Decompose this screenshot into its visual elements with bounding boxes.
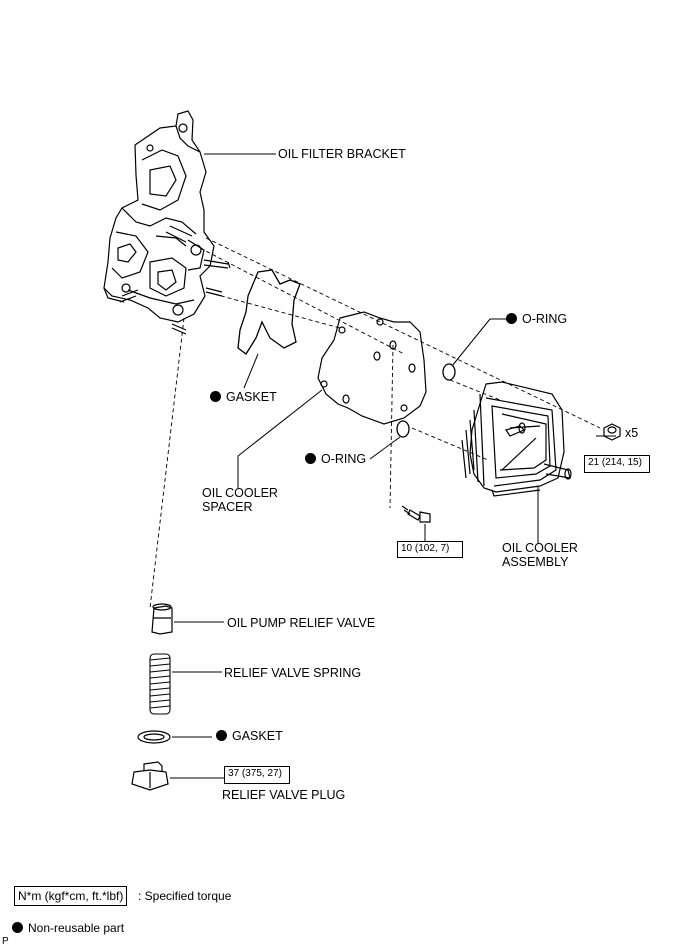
gasket-upper-label: GASKET xyxy=(210,390,277,404)
gasket-upper-part xyxy=(237,269,301,355)
relief-valve-plug-label: RELIEF VALVE PLUG xyxy=(222,788,346,802)
relief-valve-plug-part xyxy=(131,761,169,791)
relief-valve-spring-label: RELIEF VALVE SPRING xyxy=(224,666,362,680)
footer-mark: P xyxy=(2,936,9,947)
oil-filter-bracket-part xyxy=(103,110,231,335)
non-reusable-dot-icon xyxy=(210,391,221,402)
legend-torque-units: N*m (kgf*cm, ft.*lbf) xyxy=(14,886,128,906)
o-ring-mid-label: O-RING xyxy=(305,452,366,466)
non-reusable-dot-icon xyxy=(305,453,316,464)
oil-cooler-assembly-part xyxy=(461,381,572,497)
o-ring-mid-text: O-RING xyxy=(321,452,367,466)
oil-pump-relief-valve-label: OIL PUMP RELIEF VALVE xyxy=(227,616,376,630)
torque-box-bolt: 10 (102, 7) xyxy=(397,541,463,558)
o-ring-top-label: O-RING xyxy=(506,312,567,326)
non-reusable-dot-icon xyxy=(12,922,23,933)
oil-cooler-assembly-label: OIL COOLER ASSEMBLY xyxy=(502,541,578,569)
gasket-lower-text: GASKET xyxy=(232,729,283,743)
oil-filter-bracket-label: OIL FILTER BRACKET xyxy=(278,147,406,161)
non-reusable-dot-icon xyxy=(506,313,517,324)
relief-valve-spring-part xyxy=(149,653,171,715)
leader-lines xyxy=(170,153,616,779)
non-reusable-dot-icon xyxy=(216,730,227,741)
bolt-part xyxy=(401,505,431,523)
nut-part xyxy=(603,423,621,441)
o-ring-top-text: O-RING xyxy=(522,312,568,326)
gasket-upper-text: GASKET xyxy=(226,390,277,404)
legend-torque-desc: : Specified torque xyxy=(138,889,232,903)
gasket-lower-label: GASKET xyxy=(216,729,283,743)
torque-box-nut: 21 (214, 15) xyxy=(584,455,650,473)
o-ring-top-part xyxy=(442,363,456,381)
assembly-lines xyxy=(149,237,601,609)
quantity-x5-label: x5 xyxy=(625,426,639,440)
legend-nonreusable-text: Non-reusable part xyxy=(28,921,125,935)
oil-cooler-spacer-part xyxy=(317,311,427,425)
torque-box-plug: 37 (375, 27) xyxy=(224,766,290,784)
o-ring-mid-part xyxy=(396,420,410,438)
oil-pump-relief-valve-part xyxy=(151,603,173,635)
oil-cooler-spacer-label: OIL COOLER SPACER xyxy=(202,486,278,514)
gasket-lower-part xyxy=(137,730,171,744)
legend-nonreusable: Non-reusable part xyxy=(12,921,124,935)
